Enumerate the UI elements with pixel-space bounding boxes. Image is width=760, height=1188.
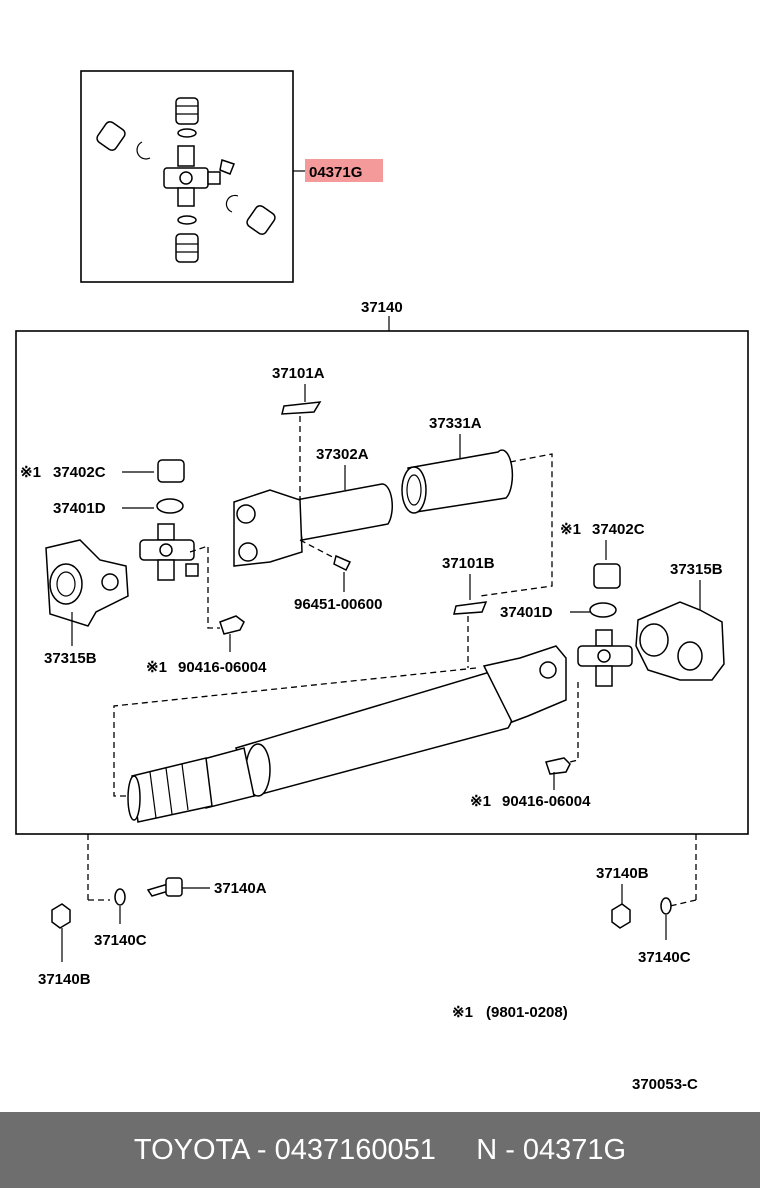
label-37331A[interactable]: 37331A [429, 415, 482, 432]
part-37101B-clip [453, 601, 488, 615]
spider-kit-highlight [305, 159, 383, 182]
part-37401D-right-snap-ring [589, 602, 617, 618]
assembly-frame [15, 330, 749, 835]
label-37140A[interactable]: 37140A [214, 880, 267, 897]
part-90416-right-bolt [545, 757, 571, 775]
spider-kit-illustration [96, 97, 276, 263]
part-37331A-boot [401, 449, 514, 514]
part-37302A-slip-yoke [233, 483, 393, 567]
label-37140B-left[interactable]: 37140B [38, 971, 91, 988]
footer-bar: TOYOTA - 0437160051 N - 04371G [0, 1112, 760, 1188]
label-mark-1-left-37402C[interactable]: ※1 [20, 464, 41, 481]
part-37140B-left-nut [51, 903, 71, 929]
footer-brand-part-number: TOYOTA - 0437160051 [133, 1133, 436, 1166]
label-37315B-left[interactable]: 37315B [44, 650, 97, 667]
label-37140B-right[interactable]: 37140B [596, 865, 649, 882]
footer-spacer [436, 1134, 476, 1167]
label-90416-right[interactable]: 90416-06004 [502, 793, 591, 810]
label-date-note: (9801-0208) [486, 1004, 568, 1021]
part-37140C-right-washer [660, 897, 672, 915]
footer-n-part-number: N - 04371G [476, 1133, 627, 1166]
label-37101A[interactable]: 37101A [272, 365, 325, 382]
part-main-tube [127, 645, 567, 823]
label-37101B[interactable]: 37101B [442, 555, 495, 572]
label-37401D-right[interactable]: 37401D [500, 604, 553, 621]
label-37401D-left[interactable]: 37401D [53, 500, 106, 517]
label-mark-1-note: ※1 [452, 1004, 473, 1021]
label-spider-kit[interactable]: 04371G [309, 164, 362, 181]
part-37402C-left-cup [157, 459, 185, 483]
part-37315B-right-flange-yoke [635, 601, 725, 681]
label-37302A[interactable]: 37302A [316, 446, 369, 463]
part-37402C-right-cup [593, 563, 621, 589]
spider-kit-inset-frame [80, 70, 294, 283]
part-37140B-right-nut [611, 903, 631, 929]
label-reference-code: 370053-C [632, 1076, 698, 1093]
label-37140C-right[interactable]: 37140C [638, 949, 691, 966]
part-96451-grease-fitting [333, 554, 352, 572]
part-37140C-left-washer [114, 888, 126, 906]
part-37401D-left-snap-ring [156, 498, 184, 514]
label-37140C-left[interactable]: 37140C [94, 932, 147, 949]
label-assembly-37140[interactable]: 37140 [361, 299, 403, 316]
label-37315B-right[interactable]: 37315B [670, 561, 723, 578]
label-90416-left[interactable]: 90416-06004 [178, 659, 267, 676]
label-37402C-right[interactable]: 37402C [592, 521, 645, 538]
label-96451[interactable]: 96451-00600 [294, 596, 382, 613]
part-right-spider [577, 629, 633, 687]
part-37315B-left-flange-yoke [45, 539, 129, 627]
driveshaft-diagram: 04371G 37140 37101A 37331A 37302A 96451-… [15, 70, 749, 1093]
part-37101A-clip [281, 401, 322, 415]
label-mark-1-right-90416[interactable]: ※1 [470, 793, 491, 810]
label-mark-1-left-90416[interactable]: ※1 [146, 659, 167, 676]
part-90416-left-bolt [219, 615, 245, 635]
part-37140A-bolt [146, 877, 183, 897]
label-37402C-left[interactable]: 37402C [53, 464, 106, 481]
label-mark-1-right-37402C[interactable]: ※1 [560, 521, 581, 538]
part-left-spider [139, 523, 199, 581]
